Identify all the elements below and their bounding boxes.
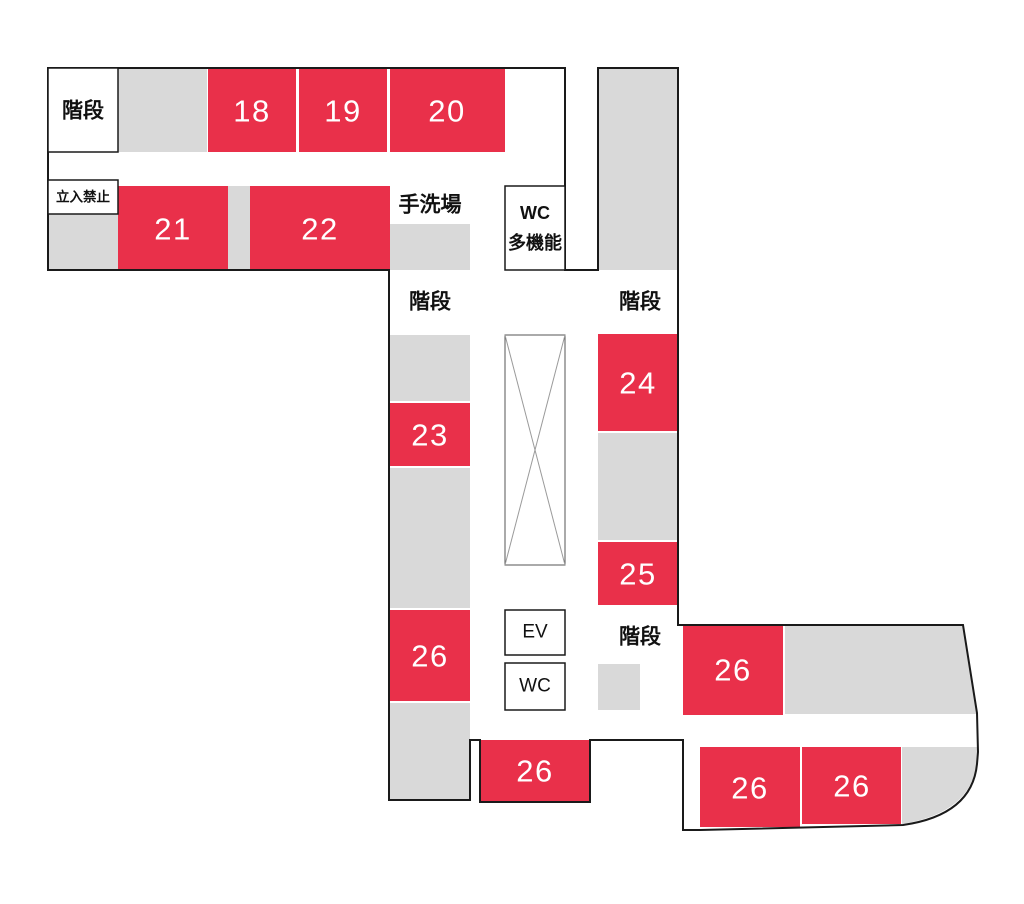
stairs-lower-right-label: 階段	[619, 625, 661, 649]
room-26-bottom-right-a-label: 26	[731, 771, 768, 806]
washstand-label: 手洗場	[399, 194, 462, 217]
room-25-label: 25	[619, 557, 656, 592]
room-18-label: 18	[233, 94, 270, 129]
gray-area-washstand	[389, 224, 470, 270]
room-20	[390, 68, 505, 152]
facility-labels: 階段 立入禁止 手洗場 WC 多機能 階段 階段 EV WC 階段	[56, 99, 661, 697]
room-21	[118, 186, 228, 270]
void-area	[504, 334, 566, 566]
room-25	[598, 542, 678, 605]
no-entry-box	[47, 179, 119, 215]
wc-label: WC	[519, 676, 551, 697]
room-26-bottom-right-b	[802, 747, 901, 824]
room-24-label: 24	[619, 366, 656, 401]
stairs-mid-right-label: 階段	[619, 290, 661, 314]
elevator-box	[504, 609, 566, 656]
gray-area-wing-top	[785, 625, 977, 714]
white-boxes	[47, 67, 566, 711]
gray-area-wing-bottom	[902, 747, 977, 824]
wc-box	[504, 662, 566, 711]
gray-area-top-left	[118, 68, 207, 152]
room-24	[598, 334, 678, 431]
gray-area-left-col-2	[389, 468, 470, 608]
void-cross-line-2	[504, 334, 566, 566]
room-22	[250, 186, 390, 270]
room-26-bottom-right-b-label: 26	[833, 769, 870, 804]
room-26-left	[389, 610, 470, 701]
stairs-top-left-label: 階段	[62, 99, 104, 123]
red-rooms	[118, 68, 901, 827]
gray-divider-21-22	[228, 186, 250, 270]
room-18	[208, 68, 296, 152]
no-entry-label: 立入禁止	[56, 189, 110, 205]
stairs-box-top-left	[47, 67, 119, 153]
room-20-label: 20	[428, 94, 465, 129]
gray-area-top-right	[598, 68, 678, 270]
gray-area-lower-right-small	[598, 664, 640, 710]
room-23	[389, 403, 470, 466]
room-26-wing-label: 26	[714, 653, 751, 688]
gray-area-below-no-entry	[48, 214, 118, 270]
room-26-wing	[683, 625, 783, 715]
room-26-bottom-center	[480, 740, 590, 802]
room-26-left-label: 26	[411, 639, 448, 674]
room-numbers: 18 19 20 21 22 23 24 25 26 26 26 26 26	[154, 94, 870, 806]
wc-multi-label-line2: 多機能	[508, 232, 562, 253]
room-19-label: 19	[324, 94, 361, 129]
gray-areas	[48, 68, 977, 824]
room-19	[299, 68, 387, 152]
wc-multi-box	[504, 185, 566, 271]
room-21-label: 21	[154, 212, 191, 247]
gray-area-left-col-1	[389, 335, 470, 401]
room-26-bottom-right-a	[700, 747, 800, 827]
gray-area-right-col	[598, 433, 678, 540]
wc-multi-label-line1: WC	[520, 203, 550, 223]
elevator-label: EV	[522, 622, 548, 643]
stairs-mid-left-label: 階段	[409, 290, 451, 314]
room-23-label: 23	[411, 418, 448, 453]
room-22-label: 22	[301, 212, 338, 247]
room-26-bottom-center-label: 26	[516, 754, 553, 789]
gray-area-left-col-3	[389, 703, 470, 800]
